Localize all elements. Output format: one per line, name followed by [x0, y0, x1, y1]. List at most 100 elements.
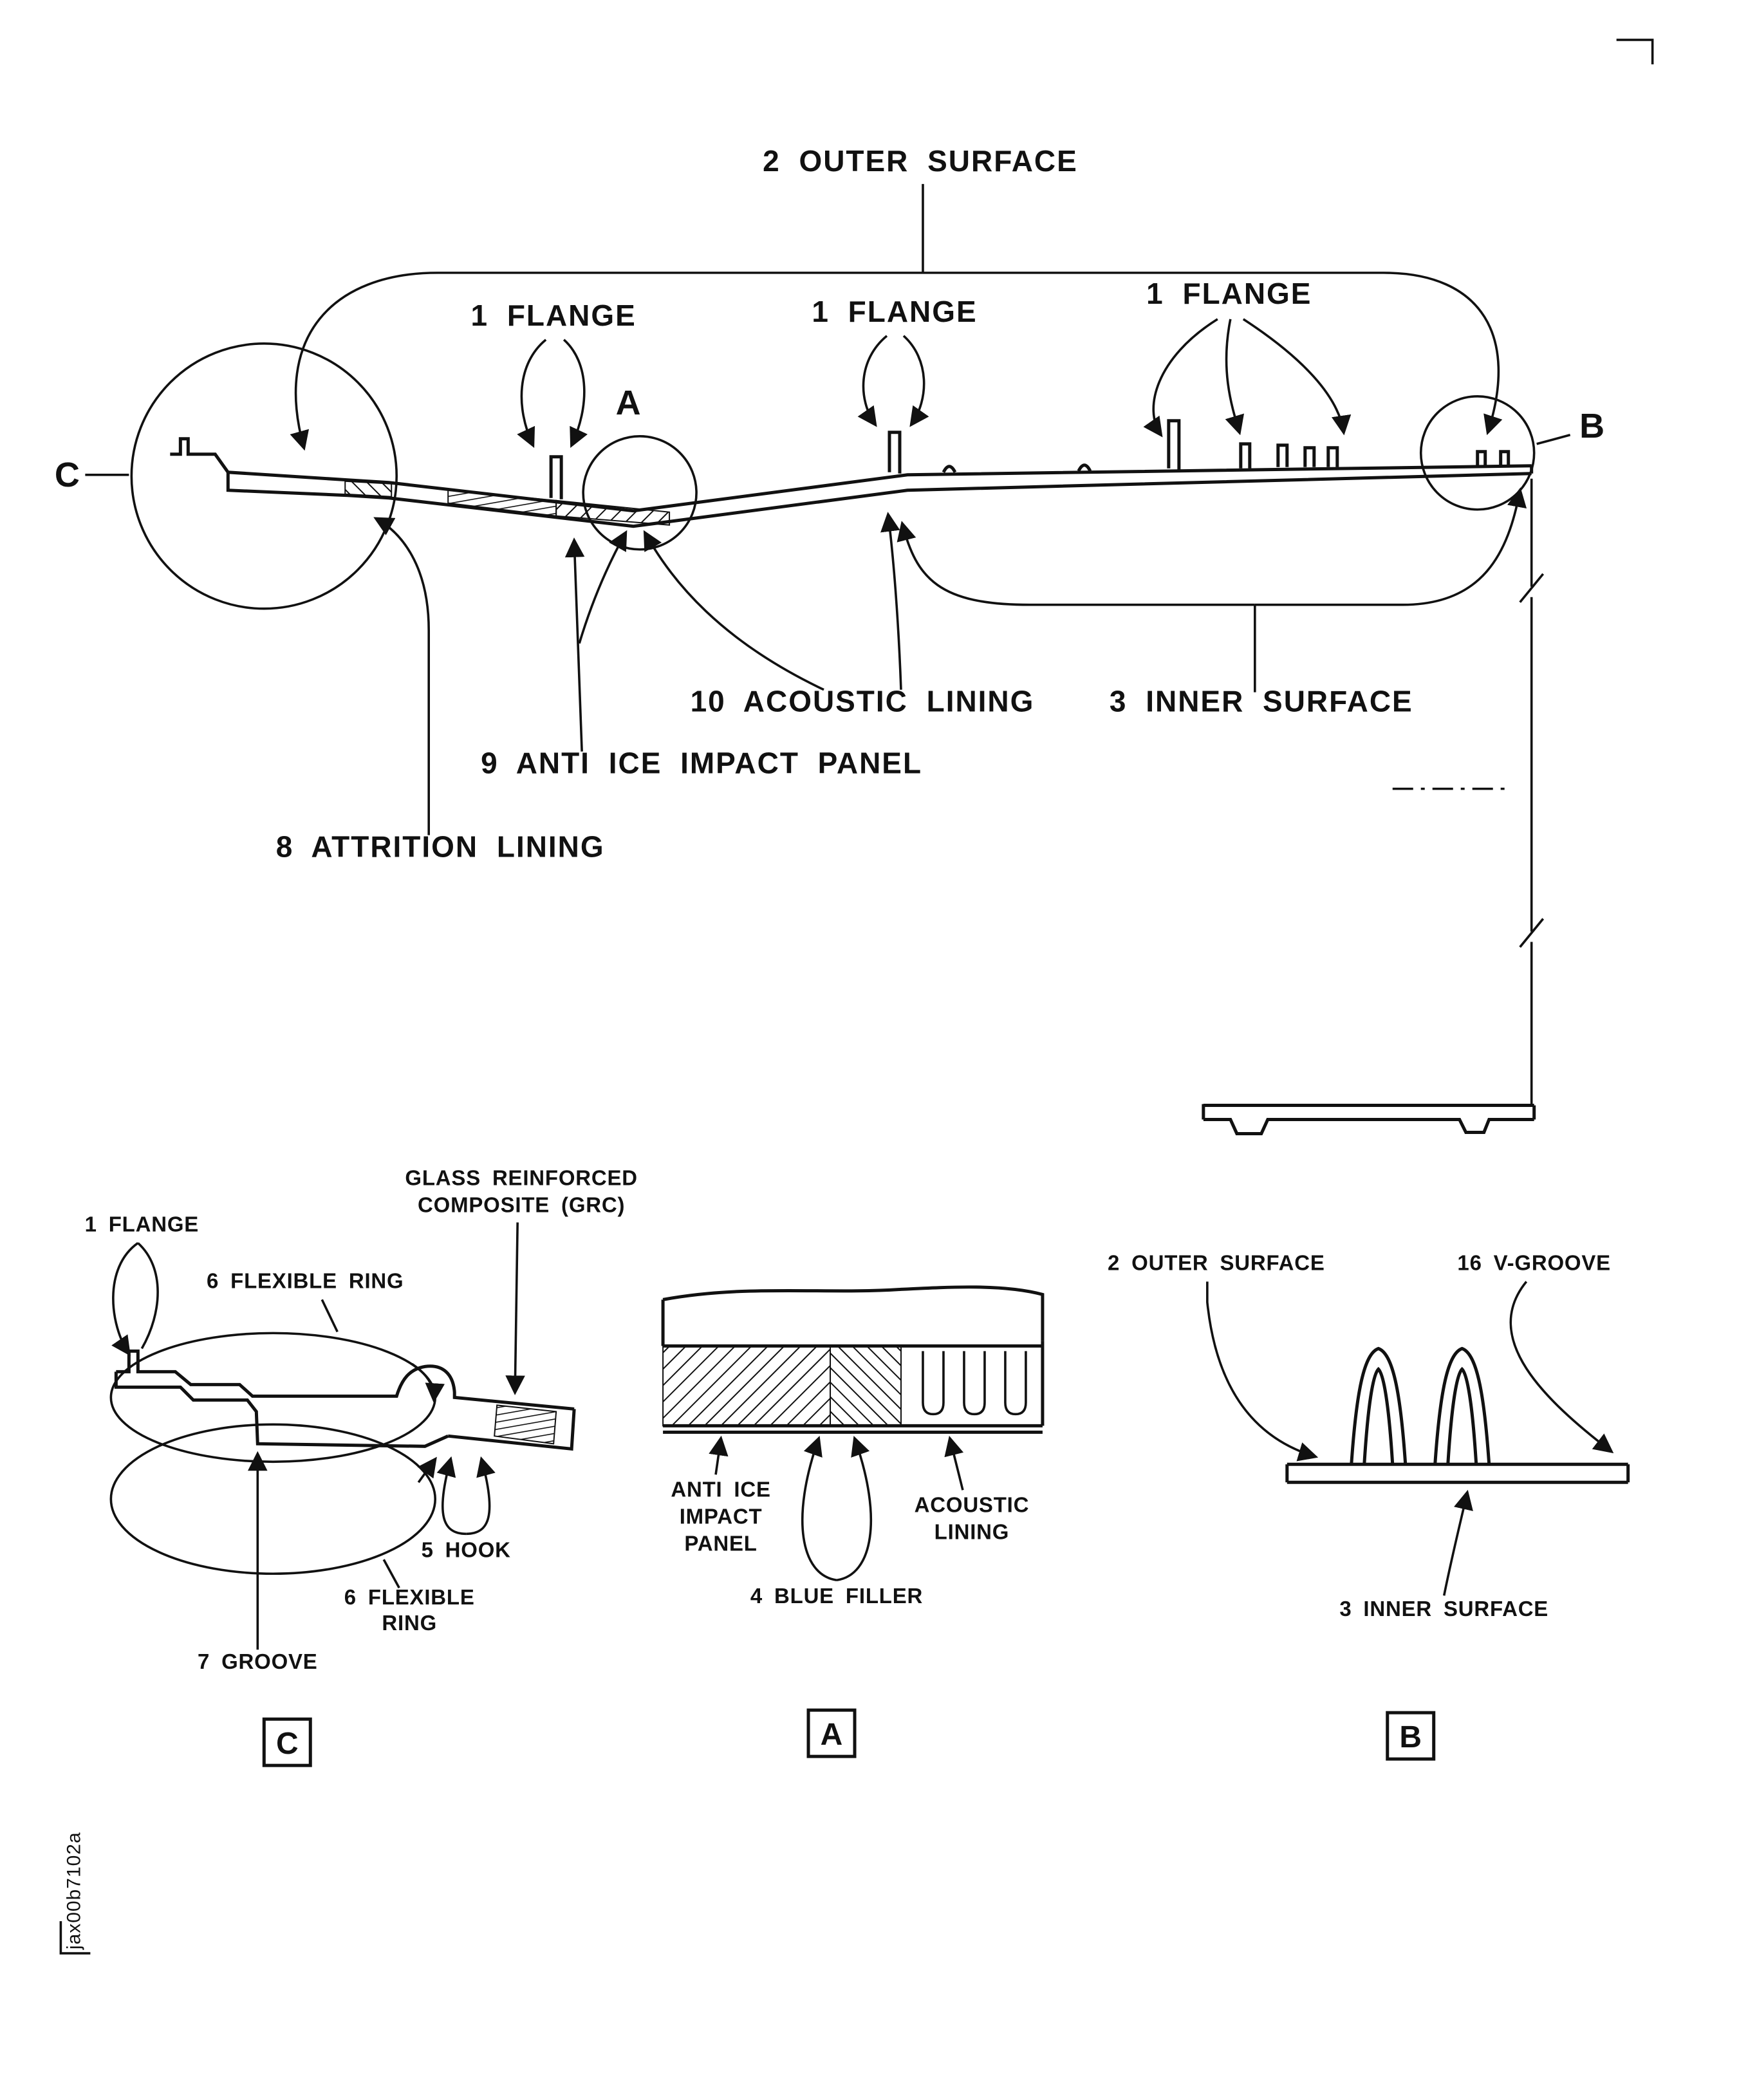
anti-ice-arrow-2: [578, 530, 628, 644]
outer-surface-label: 2 OUTER SURFACE: [763, 144, 1078, 178]
section-extension-line: [1392, 478, 1545, 1104]
skin-nub-1: [942, 465, 957, 473]
detail-b-title-letter: B: [1399, 1720, 1422, 1754]
flange-callout-3b: [1225, 319, 1245, 436]
hook-label: 5 HOOK: [422, 1538, 511, 1561]
detail-view-c: GLASS REINFORCED COMPOSITE (GRC) 1 FLANG…: [85, 1166, 638, 1767]
inner-surface-bracket-left: [897, 521, 1255, 606]
flexible-ring-top-arrow: [411, 1362, 445, 1403]
flange-blades: [549, 419, 1511, 499]
v-groove-ridge-2-outer: [1433, 1346, 1491, 1465]
detail-view-a: ANTI ICE IMPACT PANEL ACOUSTIC LINING 4 …: [661, 1285, 1045, 1758]
flange-blade-7: [1326, 446, 1339, 467]
blue-filler-arrow-right: [836, 1435, 873, 1582]
detail-a-acoustic-cells: [922, 1351, 1027, 1416]
detail-b-leader: [1536, 434, 1571, 445]
v-groove-ridge-1-outer: [1350, 1346, 1408, 1465]
acoustic-cell-3: [1004, 1351, 1027, 1416]
flexible-ring-top-leader: [321, 1299, 339, 1333]
outer-surface-bracket-right: [922, 272, 1503, 436]
detail-b-inner-surface-label: 3 INNER SURFACE: [1339, 1597, 1548, 1621]
v-groove-arrow: [1509, 1281, 1614, 1454]
detail-a-anti-ice-label-line2: IMPACT: [680, 1504, 763, 1528]
detail-a-anti-ice-hatch: [662, 1345, 832, 1427]
hook-arrow-left: [436, 1456, 467, 1536]
continuation-skin: [1202, 1103, 1536, 1120]
anti-ice-label: 9 ANTI ICE IMPACT PANEL: [481, 747, 922, 780]
flexible-ring-bottom-ellipse: [109, 1423, 437, 1575]
detail-b-outer-surface-arrow: [1206, 1281, 1319, 1462]
blue-filler-label: 4 BLUE FILLER: [750, 1584, 923, 1608]
v-groove-label: 16 V-GROOVE: [1457, 1250, 1611, 1274]
detail-a-acoustic-label-line1: ACOUSTIC: [915, 1492, 1030, 1516]
detail-a-anti-ice-arrow: [709, 1435, 729, 1475]
detail-a-blue-filler-hatch: [830, 1345, 902, 1427]
flange-callout-3c: [1242, 318, 1352, 436]
flexible-ring-bottom-leader: [382, 1559, 400, 1589]
flange-callout-1b: [562, 339, 588, 448]
flange-blade-3: [1167, 419, 1181, 470]
flange-blade-1: [549, 455, 563, 499]
flange-label-3: 1 FLANGE: [1146, 277, 1312, 310]
attrition-lining-label: 8 ATTRITION LINING: [276, 830, 605, 864]
acoustic-cell-1: [922, 1351, 945, 1416]
grc-label-line2: COMPOSITE (GRC): [418, 1193, 625, 1216]
break-mark-1: [1519, 573, 1545, 603]
acoustic-cell-2: [963, 1351, 986, 1416]
detail-b-outer-surface-label: 2 OUTER SURFACE: [1108, 1250, 1325, 1274]
acoustic-lining-arrow-1: [643, 530, 824, 691]
detail-circle-b: [1419, 395, 1536, 511]
blue-filler-arrow-left: [801, 1435, 837, 1582]
v-groove-ridge-2-inner: [1446, 1366, 1478, 1465]
flange-callout-2a: [857, 335, 888, 427]
detail-c-upper-outline: [116, 1349, 575, 1411]
detail-b-inner-surface-arrow: [1442, 1489, 1473, 1596]
detail-circle-a: [582, 434, 698, 551]
detail-a-title-letter: A: [821, 1718, 843, 1752]
continuation-section: [1202, 1103, 1536, 1135]
flexible-ring-bottom-arrow: [417, 1456, 437, 1483]
detail-marker-c: C: [55, 456, 80, 494]
v-groove-ridge-1-inner: [1362, 1366, 1395, 1465]
attrition-lining-arrow: [373, 517, 431, 835]
detail-a-panel-frame: [663, 1341, 1045, 1434]
attrition-lining-hatch: [344, 480, 393, 497]
outer-skin-top-line: [170, 437, 1532, 513]
detail-c-tail-outline: [447, 1409, 576, 1451]
detail-c-flange-arrow-left: [111, 1241, 139, 1357]
flange-blade-6: [1303, 446, 1316, 467]
corner-mark-bottom-left: [59, 1921, 91, 1955]
inner-surface-label: 3 INNER SURFACE: [1110, 685, 1413, 718]
grc-label-line1: GLASS REINFORCED: [405, 1166, 638, 1189]
groove-label: 7 GROOVE: [198, 1649, 318, 1673]
anti-ice-arrow-1: [564, 537, 585, 752]
acoustic-lining-label: 10 ACOUSTIC LINING: [691, 685, 1035, 718]
flange-blade-5: [1276, 443, 1289, 467]
detail-c-grc-hatch: [494, 1404, 557, 1445]
detail-a-title-box: [806, 1708, 857, 1758]
acoustic-lining-hatch: [555, 499, 671, 526]
detail-c-title-box: [262, 1717, 312, 1767]
detail-c-flange-loop-right: [137, 1242, 159, 1350]
corner-mark-top-right: [1616, 39, 1654, 64]
acoustic-lining-arrow-2: [880, 512, 902, 690]
detail-circle-c: [130, 342, 398, 610]
detail-a-acoustic-arrow: [944, 1435, 964, 1491]
flexible-ring-bottom-label-line2: RING: [382, 1611, 437, 1635]
detail-c-lower-outline: [114, 1371, 449, 1448]
detail-a-acoustic-label-line2: LINING: [934, 1519, 1010, 1543]
skin-nub-2: [1077, 463, 1092, 472]
detail-b-base-strip: [1285, 1462, 1630, 1484]
detail-marker-b: B: [1579, 407, 1604, 445]
flexible-ring-top-label: 6 FLEXIBLE RING: [207, 1268, 404, 1292]
detail-a-skin: [661, 1285, 1045, 1346]
detail-a-anti-ice-label-line1: ANTI ICE: [671, 1477, 770, 1501]
break-mark-2: [1519, 918, 1545, 948]
detail-b-title-box: [1386, 1711, 1436, 1761]
grc-arrow: [505, 1222, 525, 1395]
flange-callout-2b: [902, 335, 929, 427]
flange-blade-9: [1499, 450, 1511, 466]
flange-blade-8: [1476, 450, 1487, 466]
detail-c-part: [114, 1349, 576, 1451]
